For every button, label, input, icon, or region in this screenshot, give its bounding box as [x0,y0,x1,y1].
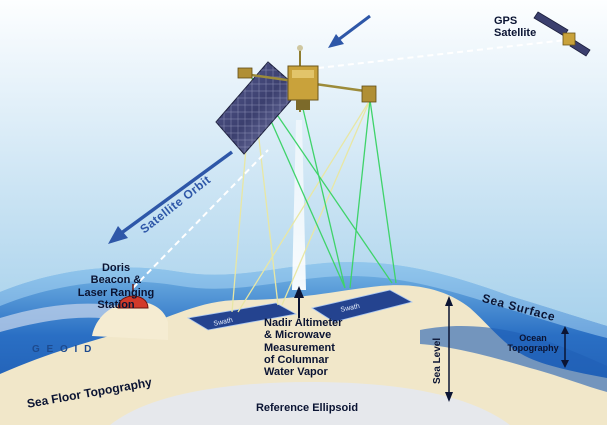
doris-mound [92,301,168,340]
sea-floor [0,285,607,425]
nadir-label-line-3: Measurement [264,341,335,354]
incoming-orbit-arrow [328,14,371,48]
doris-label-line-1: Doris [101,262,131,274]
gps-satellite-label: GPS Satellite [494,15,536,40]
doris-label-line-2: Beacon & [90,274,142,287]
nadir-beam [292,120,306,290]
geoid-label: G E O I D [32,344,94,355]
nadir-arrow [294,286,304,318]
swath-left [186,302,298,331]
doris-label-line-3: Laser Ranging [77,286,155,299]
gps-link [317,39,567,69]
gps-label-line-2: Satellite [494,27,537,40]
sea-level-label: Sea Level [432,337,443,384]
doris-beacon [117,284,149,309]
ocean-topo-line-1: Ocean [519,333,547,343]
doris-label-line-4: Station [97,298,135,311]
nadir-label-line-4: of Columnar [264,353,329,366]
sea-level-arrow [445,296,453,402]
ocean-topography-arrow [561,326,569,368]
main-satellite [215,45,377,155]
sea-surface-band [0,262,607,338]
ocean-topography-label: Ocean Topography [505,333,561,353]
nadir-label-line-2: & Microwave [264,329,332,342]
orbit-arrow [108,150,234,244]
reference-ellipsoid [110,382,510,425]
deep-water-right [420,325,607,392]
gps-satellite [533,11,591,57]
swath-right [310,289,414,323]
reference-ellipsoid-label: Reference Ellipsoid [255,402,359,414]
nadir-note-label: Nadir Altimeter & Microwave Measurement … [264,317,342,379]
nadir-label-line-1: Nadir Altimeter [264,317,343,329]
gps-label-line-1: GPS [494,15,518,27]
nadir-label-line-5: Water Vapor [264,366,328,379]
doris-station-label: Doris Beacon & Laser Ranging Station [60,262,172,311]
ocean-topo-line-2: Topography [507,343,559,354]
doris-link [132,149,269,289]
